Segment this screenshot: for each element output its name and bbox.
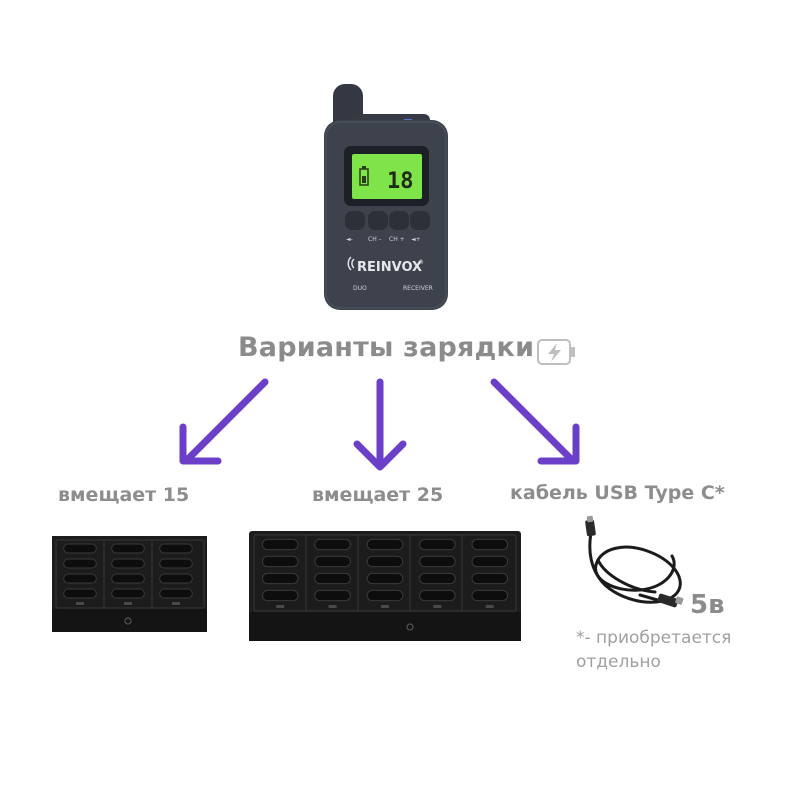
charging-slot <box>366 589 404 602</box>
type-label: RECEIVER <box>403 285 433 292</box>
voltage-label: 5в <box>690 590 725 620</box>
arrow-right <box>490 378 580 465</box>
button-label-ch-down: CH – <box>368 236 382 243</box>
charging-slot <box>471 572 509 585</box>
slot-indicator <box>485 605 494 608</box>
charging-slot <box>63 543 97 554</box>
charging-slot <box>314 589 351 602</box>
battery-charging-icon <box>537 339 575 365</box>
charging-slot <box>159 573 193 584</box>
slot-indicator <box>276 605 285 608</box>
charging-slot <box>419 572 456 585</box>
charging-slot <box>111 588 145 599</box>
charging-dock-15 <box>52 536 207 632</box>
usb-cable-label: кабель USB Type C* <box>510 482 725 504</box>
usb-connector-top <box>585 515 596 537</box>
charging-slot <box>111 543 145 554</box>
charging-slot <box>63 558 97 569</box>
dock15-label: вмещает 15 <box>58 484 190 506</box>
charging-slot <box>63 588 97 599</box>
brand-name: REINVOX <box>357 260 422 275</box>
lcd-channel-number: 18 <box>387 169 414 194</box>
charging-slot <box>314 555 351 568</box>
charging-slot <box>366 555 404 568</box>
charging-slot <box>261 572 299 585</box>
brand-registered-mark: ® <box>418 259 424 266</box>
button-label-vol-up: ◄+ <box>411 236 421 243</box>
dock25-slots <box>261 538 509 608</box>
model-label: DUO <box>353 285 367 292</box>
charging-slot <box>471 555 509 568</box>
charging-slot <box>159 543 193 554</box>
dock15-slots <box>63 543 193 605</box>
charging-slot <box>314 538 351 551</box>
charging-slot <box>471 589 509 602</box>
slot-indicator <box>124 602 132 605</box>
charging-slot <box>366 572 404 585</box>
brand-logo: REINVOX ® <box>347 256 424 275</box>
charging-slot <box>261 538 299 551</box>
charging-slot <box>261 555 299 568</box>
arrow-center <box>353 378 407 471</box>
charging-slot <box>419 589 456 602</box>
charging-slot <box>63 573 97 584</box>
charging-slot <box>111 558 145 569</box>
device-buttons <box>345 211 430 230</box>
channel-down-button[interactable] <box>368 211 388 230</box>
charging-slot <box>111 573 145 584</box>
arrow-left <box>179 378 269 465</box>
charging-options-heading: Варианты зарядки <box>238 332 535 363</box>
charging-slot <box>159 588 193 599</box>
charging-slot <box>261 589 299 602</box>
button-label-ch-up: CH + <box>389 236 405 243</box>
charging-slot <box>314 572 351 585</box>
volume-up-button[interactable] <box>410 211 430 230</box>
usb-cable <box>588 531 682 605</box>
lcd-battery-icon <box>359 166 369 186</box>
charging-slot <box>471 538 509 551</box>
slot-indicator <box>328 605 337 608</box>
slot-indicator <box>76 602 84 605</box>
button-label-vol-down: ◄- <box>346 236 353 243</box>
charging-slot <box>366 538 404 551</box>
charging-dock-25 <box>249 531 521 641</box>
charging-slot <box>419 538 456 551</box>
channel-up-button[interactable] <box>389 211 409 230</box>
purchase-note: *- приобретается отдельно <box>576 628 732 672</box>
slot-indicator <box>381 605 389 608</box>
usb-connector-bottom <box>657 593 684 608</box>
volume-down-button[interactable] <box>345 211 365 230</box>
slot-indicator <box>172 602 180 605</box>
arrows <box>179 378 580 471</box>
receiver-device: 18 ◄- CH – CH + ◄+ REINVOX ® DUO RECEIVE… <box>324 84 448 310</box>
slot-indicator <box>433 605 442 608</box>
dock25-label: вмещает 25 <box>312 484 444 506</box>
charging-slot <box>159 558 193 569</box>
charging-slot <box>419 555 456 568</box>
lcd-screen <box>352 154 422 199</box>
